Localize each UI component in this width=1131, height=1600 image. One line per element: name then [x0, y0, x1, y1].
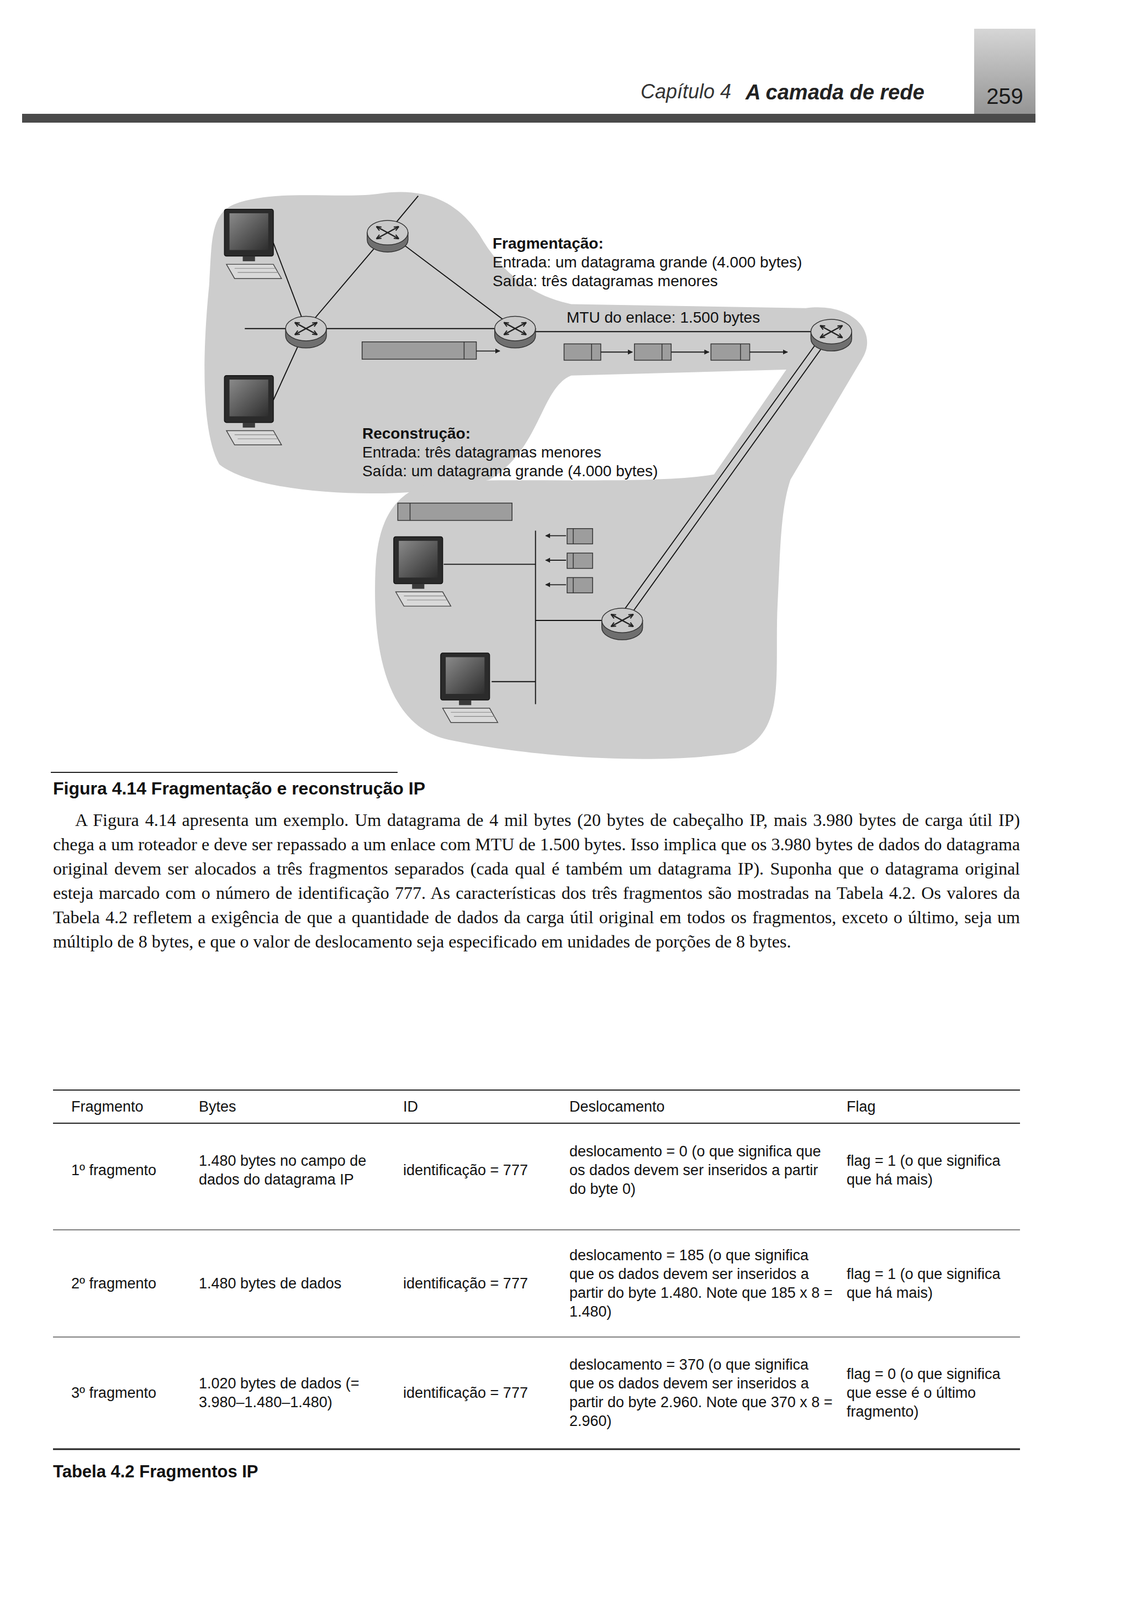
offset-cell: deslocamento = 370 (o que significa que …: [569, 1354, 835, 1430]
host-computer: [224, 209, 282, 279]
link-line: [491, 680, 536, 683]
callout-text: Entrada: três datagramas menores: [362, 442, 694, 462]
table-rule: [53, 1335, 1020, 1337]
router-symbol: [285, 316, 327, 348]
flag-cell: flag = 0 (o que significa que esse é o ú…: [846, 1364, 1018, 1421]
table-header: Fragmento: [71, 1096, 188, 1116]
page-number: 259: [974, 82, 1036, 110]
router-symbol: [367, 220, 409, 252]
callout-text: Saída: um datagrama grande (4.000 bytes): [362, 461, 749, 481]
table-caption: Tabela 4.2 Fragmentos IP: [53, 1460, 551, 1482]
link-line: [515, 330, 832, 332]
bytes-cell: 1.480 bytes de dados: [198, 1273, 393, 1293]
flow-arrow: [749, 351, 788, 353]
table-header: Flag: [846, 1096, 1018, 1116]
fragment-bar: [567, 577, 593, 593]
datagram-header: [572, 552, 574, 569]
link-line: [443, 563, 536, 565]
fragment-cell: 3º fragmento: [71, 1382, 188, 1402]
running-head: Capítulo 4: [640, 79, 746, 104]
datagram-header: [463, 341, 465, 359]
link-line: [632, 334, 832, 612]
flow-arrow: [545, 535, 567, 537]
router-symbol: [601, 608, 643, 640]
callout-heading: Reconstrução:: [362, 424, 694, 443]
bytes-cell: 1.020 bytes de dados (= 3.980–1.480–1.48…: [198, 1373, 393, 1411]
datagram-header: [572, 528, 574, 544]
fragment-bar: [563, 343, 601, 361]
flow-arrow: [545, 583, 567, 585]
offset-cell: deslocamento = 0 (o que significa que os…: [569, 1141, 835, 1198]
lan-bus: [535, 530, 537, 704]
table-rule: [53, 1089, 1020, 1091]
table-header: ID: [403, 1096, 564, 1116]
datagram-bar: [397, 503, 512, 521]
fragment-bar: [567, 552, 593, 569]
router-symbol: [810, 319, 852, 351]
chapter-title: A camada de rede: [745, 79, 967, 105]
bytes-cell: 1.480 bytes no campo de dados do datagra…: [198, 1150, 393, 1189]
page-number-tab: [974, 28, 1036, 123]
host-computer: [393, 536, 451, 607]
header-rule: [22, 113, 1036, 123]
table-header: Deslocamento: [569, 1096, 835, 1116]
flow-arrow: [476, 350, 500, 352]
figure-caption: Figura 4.14 Fragmentação e reconstrução …: [53, 777, 716, 799]
network-region: [374, 326, 863, 759]
network-links: [244, 196, 832, 705]
flow-arrow: [545, 559, 567, 561]
callout-text: Entrada: um datagrama grande (4.000 byte…: [492, 252, 891, 272]
datagram-bar: [362, 341, 477, 359]
host-computer: [224, 375, 282, 446]
callout-heading: Fragmentação:: [492, 234, 880, 253]
fragment-cell: 1º fragmento: [71, 1160, 188, 1180]
table-rule: [53, 1122, 1020, 1124]
callout-text: Saída: três datagramas menores: [492, 271, 891, 291]
router-symbol: [494, 316, 536, 348]
offset-cell: deslocamento = 185 (o que significa que …: [569, 1245, 835, 1321]
table-rule: [53, 1228, 1020, 1230]
flow-arrow: [670, 351, 709, 353]
host-computer: [440, 652, 498, 723]
table-rule: [53, 1447, 1020, 1450]
id-cell: identificação = 777: [403, 1382, 564, 1402]
fragment-cell: 2º fragmento: [71, 1273, 188, 1293]
id-cell: identificação = 777: [403, 1160, 564, 1180]
fragment-bar: [710, 343, 750, 361]
link-line: [273, 242, 306, 329]
link-label: MTU do enlace: 1.500 bytes: [566, 308, 827, 327]
caption-rule: [50, 771, 398, 773]
table-header: Bytes: [198, 1096, 393, 1116]
flag-cell: flag = 1 (o que significa que há mais): [846, 1264, 1018, 1302]
fragment-bar: [634, 343, 671, 361]
datagram-header: [572, 577, 574, 593]
body-paragraph: A Figura 4.14 apresenta um exemplo. Um d…: [53, 807, 1020, 954]
datagram-header: [740, 343, 741, 361]
fragment-bar: [567, 528, 593, 544]
flow-arrow: [600, 351, 633, 353]
id-cell: identificação = 777: [403, 1273, 564, 1293]
datagram-group: [362, 341, 788, 593]
datagram-header: [591, 343, 593, 361]
flag-cell: flag = 1 (o que significa que há mais): [846, 1150, 1018, 1189]
datagram-header: [661, 343, 663, 361]
datagram-header: [409, 503, 411, 521]
